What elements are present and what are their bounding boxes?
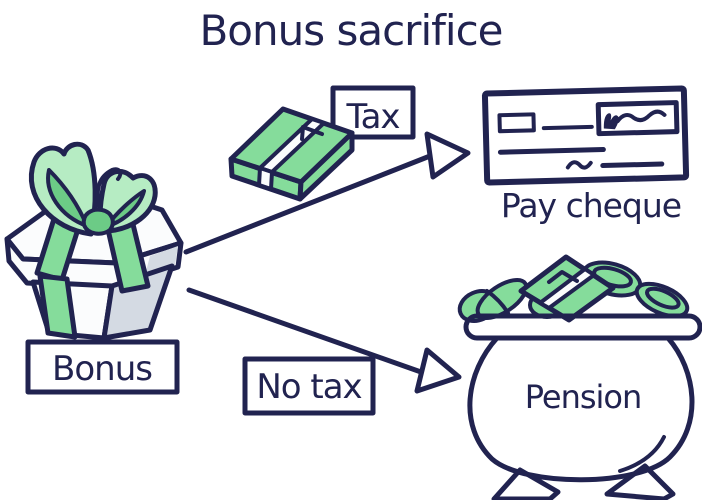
pot-rim [463,313,702,341]
signature-blob [603,113,619,130]
cheque-line [497,147,606,155]
bonus-label: Bonus [25,339,180,395]
pot-body [467,335,695,483]
bow-knot [81,207,115,236]
coin-edge-line [485,289,510,315]
tax-label: Tax [330,85,416,140]
cheque-line [541,124,594,131]
no-tax-label-box [242,356,376,416]
bill-mark [300,125,324,141]
pension-pot-icon: Pension [457,254,702,500]
arrowhead-icon [414,347,462,394]
gift-lid-shade [145,246,178,275]
signature-box [595,100,680,137]
paycheque-caption: Pay cheque [501,186,681,225]
arrow-line [186,287,424,375]
arrow-line [183,153,433,255]
paycheque-icon [481,85,690,186]
gift-box-icon [4,141,184,341]
cheque-squiggle [565,160,593,170]
signature-scribble [615,109,667,124]
money-band [538,267,596,310]
pot-highlight [618,435,666,473]
page-title: Bonus sacrifice [199,6,502,55]
pension-label: Pension [525,378,642,416]
pot-foot [491,467,561,500]
bill-mark [547,270,579,284]
money-stack-icon [228,106,355,202]
cheque-paper [481,85,690,186]
cheque-field-box [497,112,536,134]
bow-right-inner [104,189,146,229]
money-band-front [257,166,274,191]
coin-face [645,286,681,310]
arrow-to-pension [186,287,462,394]
bonus-label-box [25,339,180,395]
coin-stack [634,281,690,319]
cheque-line [600,161,665,169]
bonus-label-text: Bonus [52,349,152,389]
bow-left-inner [46,168,89,228]
no-tax-label-text: No tax [256,367,362,407]
arrow-to-paycheque [183,131,471,255]
tax-label-text: Tax [345,97,400,137]
no-tax-label: No tax [242,356,376,416]
arrowhead-icon [424,131,471,180]
bow-curl [95,167,123,209]
ribbon-front [37,273,78,340]
tax-label-box [330,85,416,140]
